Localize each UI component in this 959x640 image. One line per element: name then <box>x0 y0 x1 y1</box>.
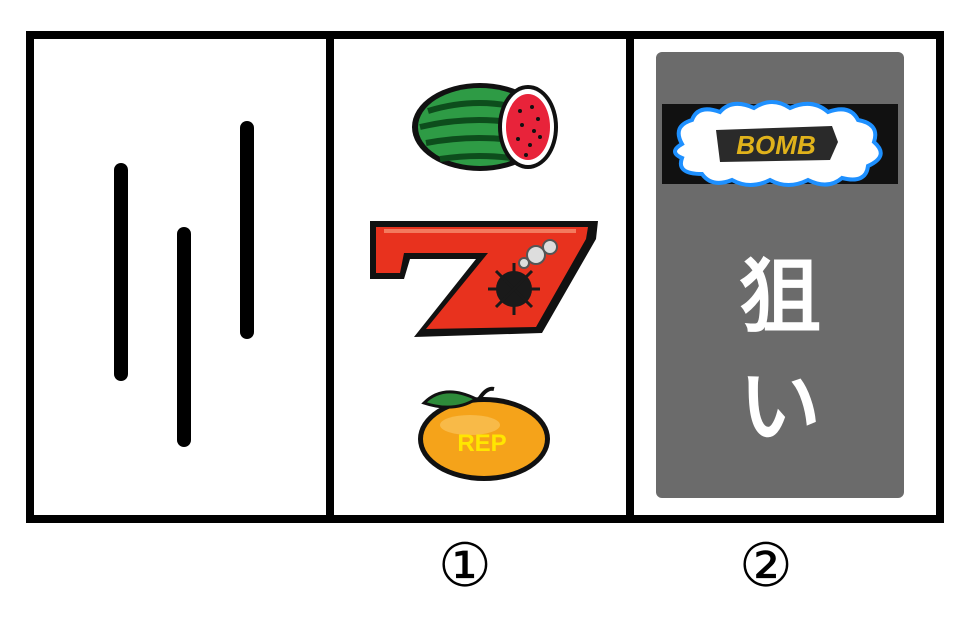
watermelon-icon <box>412 83 558 171</box>
slot-reel-frame: REP BOMB 狙 い <box>26 31 944 523</box>
spin-line <box>240 121 254 339</box>
bomb-icon: BOMB <box>662 100 898 187</box>
reel-3: BOMB 狙 い <box>634 39 936 515</box>
rep-label: REP <box>457 430 506 457</box>
orange-rep-icon: REP <box>418 386 550 481</box>
bomb-label: BOMB <box>736 130 815 160</box>
marker-2: ② <box>739 531 793 601</box>
reel-1 <box>34 39 326 515</box>
aim-text-2: い <box>738 360 821 455</box>
aim-text-1: 狙 <box>738 250 821 345</box>
spin-line <box>177 227 191 447</box>
reel-divider <box>326 39 334 515</box>
reel-2: REP <box>334 39 626 515</box>
reel-divider <box>626 39 634 515</box>
marker-1: ① <box>438 531 492 601</box>
spin-line <box>114 163 128 381</box>
aim-panel: BOMB 狙 い <box>656 52 904 498</box>
red-seven-icon <box>370 221 598 337</box>
